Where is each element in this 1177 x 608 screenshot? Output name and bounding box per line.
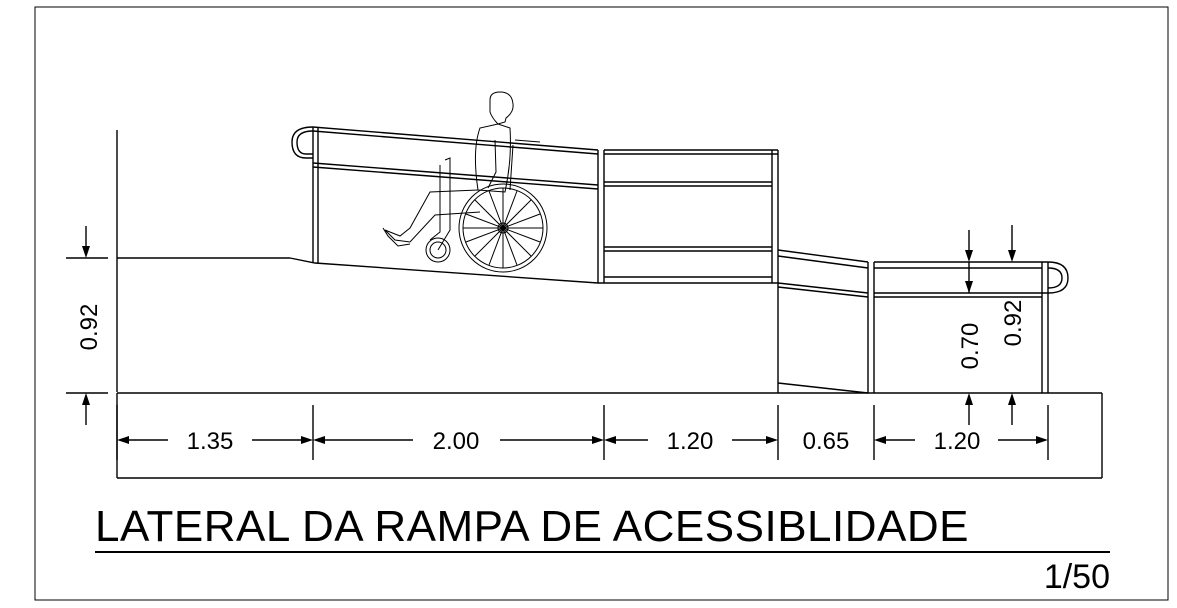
drawing-title: LATERAL DA RAMPA DE ACESSIBLIDADE	[95, 502, 969, 551]
left-platform	[116, 130, 290, 392]
ground-base	[116, 392, 1103, 479]
dim-label-5: 1.20	[934, 428, 981, 455]
right-landing-handrail	[874, 261, 1069, 393]
ramp-1-surface	[289, 257, 778, 284]
landing-handrail	[604, 149, 779, 393]
dim-label-4: 0.65	[803, 428, 850, 455]
right-height-label-070: 0.70	[957, 323, 984, 370]
dim-label-3: 1.20	[667, 428, 714, 455]
wheelchair-user-figure	[382, 91, 548, 273]
dim-label-2: 2.00	[433, 428, 480, 455]
horizontal-dimension-chain	[116, 405, 1049, 460]
title-underline	[95, 551, 1110, 553]
right-height-dimensions	[965, 225, 1016, 425]
ramp-2	[777, 249, 875, 394]
ramp-1-handrail	[291, 126, 605, 283]
right-height-label-092: 0.92	[1000, 300, 1027, 347]
drawing-scale: 1/50	[1043, 558, 1110, 596]
dim-label-1: 1.35	[187, 428, 234, 455]
left-height-label: 0.92	[76, 304, 103, 351]
left-height-dimension	[66, 226, 108, 425]
drawing-frame	[34, 6, 1169, 601]
